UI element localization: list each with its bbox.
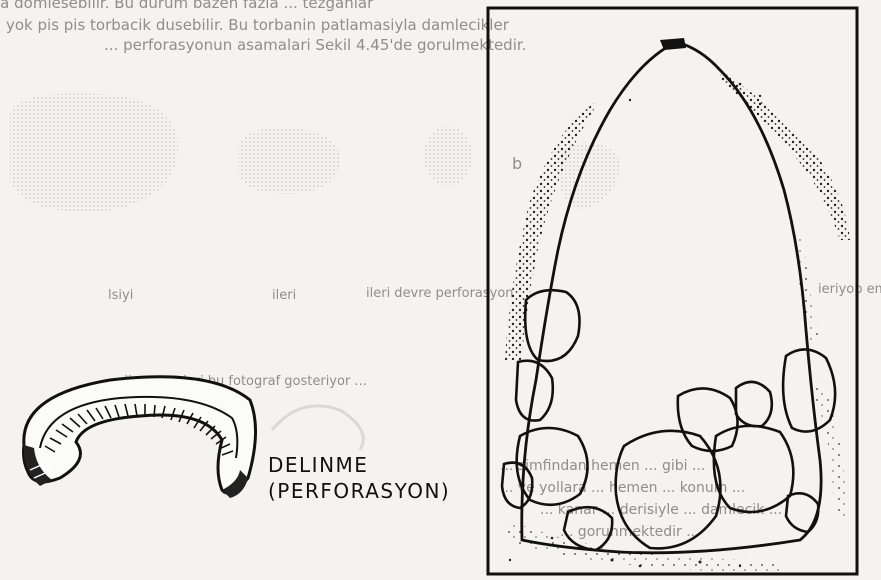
caption-title: DELINME xyxy=(268,452,450,478)
perforation-panel xyxy=(488,8,857,574)
figure-caption: DELINME (PERFORASYON) xyxy=(268,452,450,504)
perforation-ring-illustration xyxy=(24,377,256,498)
caption-subtitle: (PERFORASYON) xyxy=(268,478,450,504)
